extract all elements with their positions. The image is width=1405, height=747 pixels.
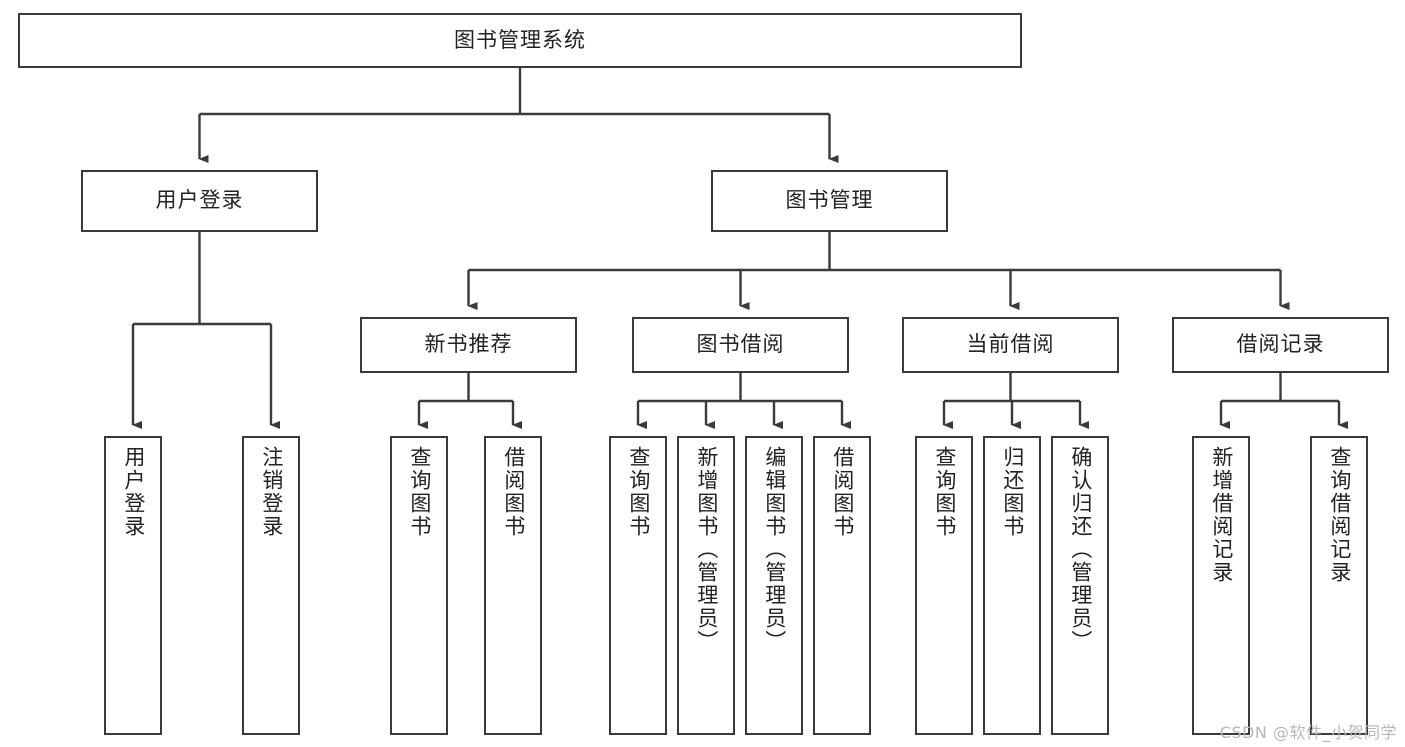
csdn-watermark: CSDN @软件_小贺同学: [1219, 723, 1397, 742]
node-label: 确认归还（管理员）: [1068, 446, 1093, 653]
node-label: 当前借阅: [966, 332, 1055, 357]
node-label: 新增图书（管理员）: [694, 446, 719, 653]
node-label: 用户登录: [121, 446, 146, 538]
node-root[interactable]: 图书管理系统: [18, 13, 1022, 68]
node-label: 借阅图书: [830, 446, 855, 538]
node-current-borrow[interactable]: 当前借阅: [902, 317, 1119, 373]
node-label: 查询借阅记录: [1327, 446, 1352, 584]
node-leaf-borrow-book-1[interactable]: 借阅图书: [484, 436, 542, 735]
node-label: 借阅记录: [1236, 332, 1325, 357]
node-new-book-recommend[interactable]: 新书推荐: [360, 317, 577, 373]
node-leaf-borrow-book-2[interactable]: 借阅图书: [813, 436, 871, 735]
node-label: 查询图书: [407, 446, 432, 538]
node-leaf-add-book[interactable]: 新增图书（管理员）: [677, 436, 735, 735]
node-leaf-query-borrow-record[interactable]: 查询借阅记录: [1310, 436, 1368, 735]
node-leaf-query-book-1[interactable]: 查询图书: [390, 436, 448, 735]
node-leaf-confirm-return[interactable]: 确认归还（管理员）: [1051, 436, 1109, 735]
node-leaf-edit-book[interactable]: 编辑图书（管理员）: [745, 436, 803, 735]
node-leaf-user-logout[interactable]: 注销登录: [242, 436, 300, 735]
node-label: 新增借阅记录: [1209, 446, 1234, 584]
node-label: 查询图书: [626, 446, 651, 538]
node-leaf-add-borrow-record[interactable]: 新增借阅记录: [1192, 436, 1250, 735]
node-label: 编辑图书（管理员）: [762, 446, 787, 653]
node-leaf-query-book-2[interactable]: 查询图书: [609, 436, 667, 735]
node-label: 新书推荐: [424, 332, 513, 357]
node-user-login[interactable]: 用户登录: [81, 170, 318, 232]
node-label: 图书借阅: [696, 332, 785, 357]
node-borrow-record[interactable]: 借阅记录: [1172, 317, 1389, 373]
node-book-manage[interactable]: 图书管理: [711, 170, 948, 232]
node-label: 用户登录: [155, 188, 244, 213]
node-label: 注销登录: [259, 446, 284, 538]
node-leaf-query-book-3[interactable]: 查询图书: [915, 436, 973, 735]
node-book-borrow[interactable]: 图书借阅: [632, 317, 849, 373]
node-label: 归还图书: [1000, 446, 1025, 538]
node-leaf-user-login[interactable]: 用户登录: [104, 436, 162, 735]
node-label: 借阅图书: [501, 446, 526, 538]
node-leaf-return-book[interactable]: 归还图书: [983, 436, 1041, 735]
node-label: 图书管理系统: [454, 27, 586, 52]
node-label: 查询图书: [932, 446, 957, 538]
node-label: 图书管理: [785, 188, 874, 213]
